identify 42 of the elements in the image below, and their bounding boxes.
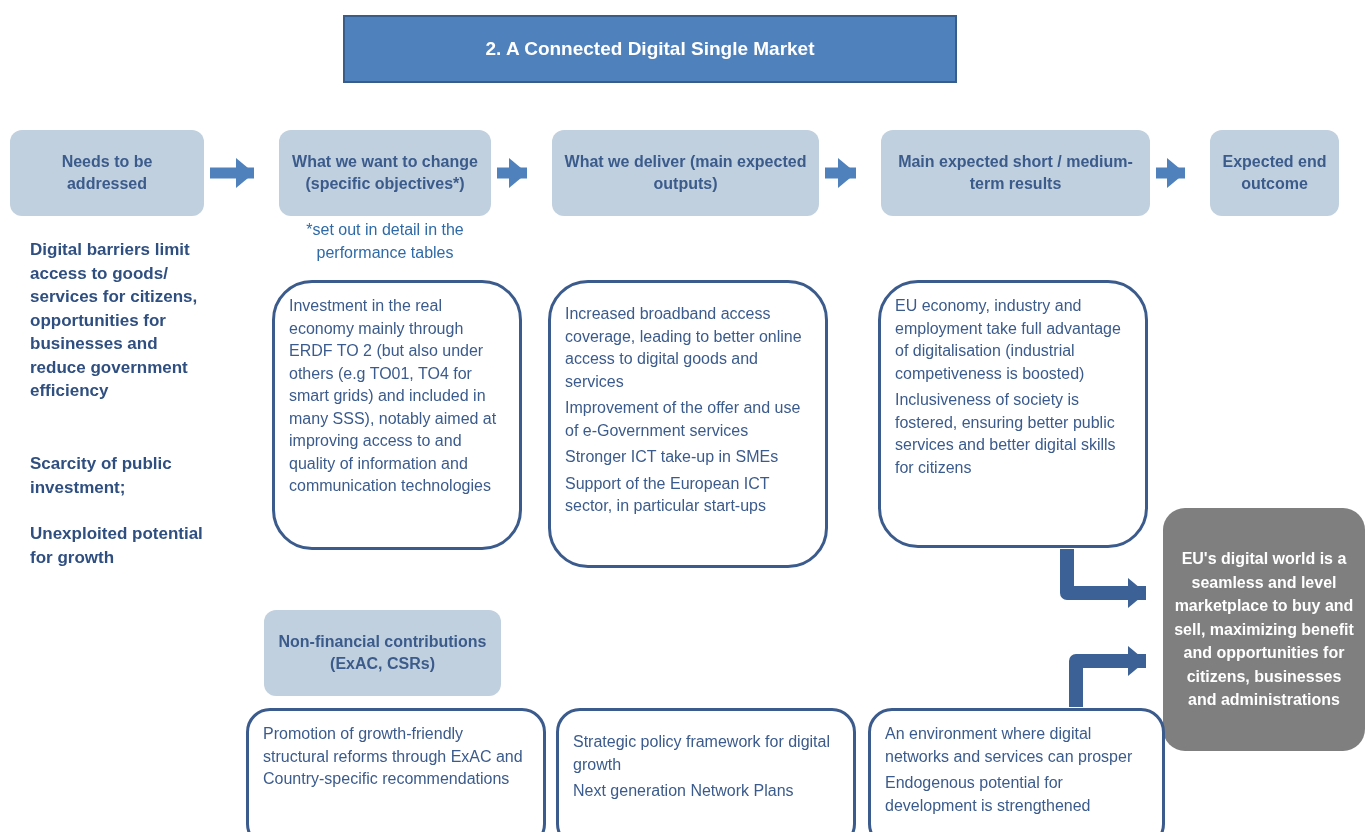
need-text: Digital barriers limit access to goods/ services for citizens, opportunities for businesses and reduce government efficiency bbox=[30, 239, 199, 402]
title-banner: 2. A Connected Digital Single Market bbox=[343, 15, 957, 83]
box-text: Inclusiveness of society is fostered, ensuring better public services and better digital skills for citizens bbox=[895, 390, 1117, 478]
rounded-box bbox=[868, 708, 1165, 832]
header-text: Expected end outcome bbox=[1221, 152, 1328, 194]
box-text: EU economy, industry and employment take full advantage of digitalisation (industrial competiveness is boosted) bbox=[895, 296, 1122, 384]
need-text: Unexploited potential for growth bbox=[30, 523, 204, 569]
box-text: Investment in the real economy mainly through ERDF TO 2 (but also under others (e.g TO01, TO4 for smart grids) and included in many SSS), notably aimed at improving access to and quality of information and communication technologies bbox=[289, 296, 498, 496]
footnote-text: *set out in detail in the performance tables bbox=[305, 220, 465, 263]
header-box bbox=[10, 130, 204, 216]
box-text: Improvement of the offer and use of e-Government services bbox=[565, 398, 802, 441]
header-box bbox=[264, 610, 501, 696]
outcome-text: EU's digital world is a seamless and level marketplace to buy and sell, maximizing benefit and opportunities for citizens, businesses and administrations bbox=[1173, 549, 1355, 711]
rounded-box bbox=[246, 708, 546, 832]
box-text: Next generation Network Plans bbox=[573, 781, 795, 801]
rounded-box bbox=[548, 280, 828, 568]
header-text: What we deliver (main expected outputs) bbox=[563, 152, 808, 194]
header-text: Non-financial contributions (ExAC, CSRs) bbox=[277, 632, 488, 674]
need-text: Scarcity of public investment; bbox=[30, 453, 173, 499]
box-text: Strategic policy framework for digital growth bbox=[573, 732, 831, 775]
block-arrow bbox=[1156, 158, 1185, 188]
box-text: An environment where digital networks and services can prosper bbox=[885, 724, 1134, 767]
block-arrow bbox=[497, 158, 527, 188]
outcome-box bbox=[1163, 508, 1365, 751]
header-box bbox=[279, 130, 491, 216]
box-text: Increased broadband access coverage, leading to better online access to digital goods and services bbox=[565, 304, 803, 392]
rounded-box bbox=[272, 280, 522, 550]
rounded-box bbox=[878, 280, 1148, 548]
box-text: Support of the European ICT sector, in particular start-ups bbox=[565, 473, 771, 516]
box-text: Endogenous potential for development is strengthened bbox=[885, 773, 1092, 816]
block-arrow bbox=[210, 158, 254, 188]
header-box bbox=[552, 130, 819, 216]
header-text: Needs to be addressed bbox=[60, 152, 154, 194]
block-arrow bbox=[825, 158, 856, 188]
header-text: Main expected short / medium-term results bbox=[897, 152, 1134, 194]
block-arrow bbox=[1060, 549, 1146, 608]
box-text: Promotion of growth-friendly structural reforms through ExAC and Country-specific recommendations bbox=[263, 724, 524, 789]
header-box bbox=[1210, 130, 1339, 216]
header-box bbox=[881, 130, 1150, 216]
rounded-box bbox=[556, 708, 856, 832]
header-text: What we want to change (specific objectives*) bbox=[291, 152, 479, 194]
box-text: Stronger ICT take-up in SMEs bbox=[565, 447, 780, 467]
